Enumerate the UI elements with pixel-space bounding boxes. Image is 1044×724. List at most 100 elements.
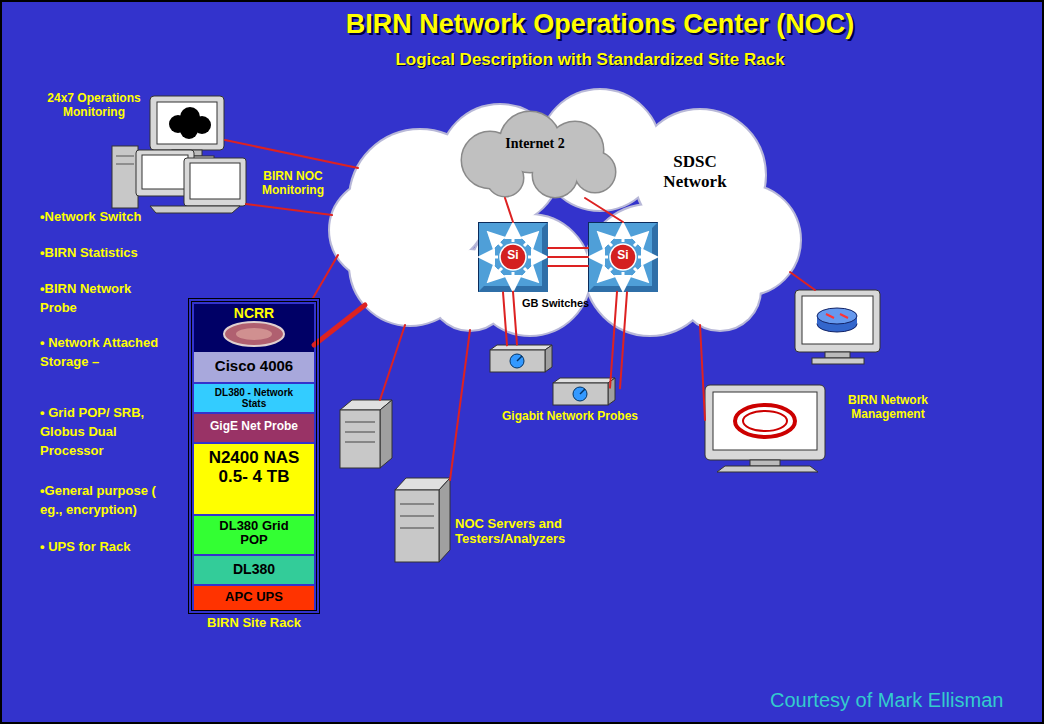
sdsc-cloud xyxy=(680,250,760,330)
probe-icon xyxy=(490,345,552,350)
management-console-icon xyxy=(705,385,825,460)
network-link-line xyxy=(610,292,617,388)
network-link xyxy=(380,325,405,400)
network-link xyxy=(548,248,588,266)
rack-unit: APC UPS xyxy=(194,586,314,610)
management-console-icon xyxy=(826,314,848,318)
network-link-line xyxy=(246,204,332,215)
network-link xyxy=(503,292,517,346)
sdsc-cloud xyxy=(330,180,430,280)
network-link-line xyxy=(380,325,405,400)
server-icon xyxy=(395,490,439,562)
management-console-icon xyxy=(802,296,873,344)
workstation-icon xyxy=(184,158,246,206)
server-icon xyxy=(340,400,450,562)
slide-title: BIRN Network Operations Center (NOC) xyxy=(220,8,980,40)
workstation-icon xyxy=(142,155,188,189)
rack-unit: DL380 xyxy=(194,556,314,584)
sdsc-cloud xyxy=(680,250,760,330)
node-label: GigE Net Probe xyxy=(194,420,314,434)
network-link-line xyxy=(548,256,588,258)
probe-icon xyxy=(553,378,615,383)
workstation-icon xyxy=(112,146,246,213)
switch-icon xyxy=(478,222,548,292)
rack-unit-art xyxy=(236,328,272,340)
probe-icon xyxy=(553,383,608,405)
bullet-item: •BIRN Statistics xyxy=(40,244,160,263)
network-link-line xyxy=(620,292,627,388)
management-console-icon xyxy=(713,392,817,450)
network-link xyxy=(610,292,627,389)
sdsc-cloud xyxy=(330,90,800,335)
management-station: BIRN Network Management xyxy=(705,290,880,472)
internet2-cloud xyxy=(462,112,615,197)
internet2-cloud xyxy=(462,112,615,197)
probe-icon xyxy=(545,345,552,372)
probe-group: Gigabit Network Probes xyxy=(485,345,615,407)
rack-unit: DL380 Grid POP xyxy=(194,516,314,554)
rack-unit: NCRRCisco 4006 xyxy=(194,304,314,382)
internet2-cloud xyxy=(533,153,577,197)
network-link-line xyxy=(790,272,815,290)
node-label: Si xyxy=(478,249,548,263)
gb-switch: Si xyxy=(478,222,548,292)
monitor-icon xyxy=(157,102,217,144)
server-icon xyxy=(345,422,375,423)
node-label: NCRR xyxy=(194,305,314,321)
management-console-icon xyxy=(817,308,857,324)
workstation-icon xyxy=(112,146,138,208)
workstation-icon xyxy=(150,206,240,213)
management-console-icon xyxy=(812,358,864,364)
workstation-icon xyxy=(116,156,134,157)
sdsc-cloud xyxy=(330,90,800,335)
management-console-icon xyxy=(750,460,780,466)
management-console-icon xyxy=(705,290,880,472)
node-label: BIRN Network Management xyxy=(845,394,931,422)
node-label: N2400 NAS 0.5- 4 TB xyxy=(208,449,300,486)
management-console-icon xyxy=(735,405,795,437)
server-icon xyxy=(345,442,375,443)
network-link-line xyxy=(450,330,470,480)
node-label: DL380 - Network Stats xyxy=(214,387,294,409)
probe-icon xyxy=(510,354,524,368)
network-link xyxy=(450,330,470,480)
network-link-line xyxy=(314,305,365,345)
gb-switch: Si xyxy=(588,222,658,292)
network-link-line xyxy=(505,198,513,222)
network-link-line xyxy=(503,292,507,345)
monitor-icon xyxy=(150,96,224,150)
probe-icon xyxy=(490,350,545,372)
site-rack: BIRN Site RackNCRRCisco 4006DL380 - Netw… xyxy=(188,298,320,614)
node-label: Gigabit Network Probes xyxy=(495,410,645,424)
rack-unit: DL380 - Network Stats xyxy=(194,384,314,412)
monitor-icon xyxy=(180,121,198,139)
bullet-item: •General purpose ( eg., encryption) xyxy=(40,482,160,520)
rack-unit: GigE Net Probe xyxy=(194,414,314,442)
network-link xyxy=(314,305,365,345)
internet2-cloud xyxy=(487,160,523,196)
monitoring-station: BIRN NOC Monitoring xyxy=(105,146,246,214)
probe-icon xyxy=(608,378,615,405)
server-icon xyxy=(400,528,434,529)
bullet-item: • UPS for Rack xyxy=(40,538,160,557)
network-link-line xyxy=(513,292,517,345)
network-link xyxy=(313,255,338,298)
bullet-item: • Network Attached Storage – xyxy=(40,334,160,372)
node-label: DL380 xyxy=(194,561,314,577)
internet2-cloud xyxy=(575,152,615,192)
network-link xyxy=(225,140,358,168)
network-link-line xyxy=(585,198,623,222)
workstation-icon xyxy=(190,163,240,199)
server-icon xyxy=(439,478,450,562)
switch-icon xyxy=(478,222,658,292)
network-link-line xyxy=(548,247,588,249)
management-console-icon xyxy=(825,352,850,358)
bullet-item: •Network Switch xyxy=(40,208,160,227)
workstation-icon xyxy=(116,164,134,165)
node-label: APC UPS xyxy=(194,590,314,605)
management-console-icon xyxy=(795,290,880,352)
network-link xyxy=(790,272,815,290)
